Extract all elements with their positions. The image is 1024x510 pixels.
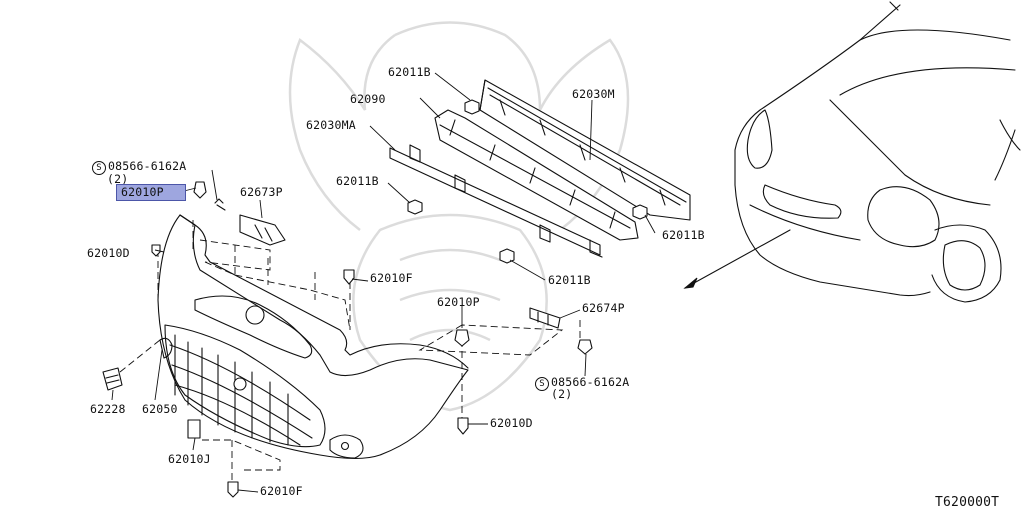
label-62010d-left[interactable]: 62010D	[87, 246, 130, 260]
clip-62010p-left	[193, 181, 207, 199]
car-outline	[734, 1, 1021, 303]
nut-62011b-mid	[407, 199, 423, 215]
nut-62011b-right	[632, 204, 648, 220]
label-62674p[interactable]: 62674P	[582, 301, 625, 315]
label-62673p[interactable]: 62673P	[240, 185, 283, 199]
label-62050[interactable]: 62050	[142, 402, 178, 416]
lower-stay	[389, 144, 603, 258]
bracket-62673p	[239, 214, 286, 246]
label-62010f-bottom[interactable]: 62010F	[260, 484, 303, 498]
label-62011b-mid[interactable]: 62011B	[336, 174, 379, 188]
label-62090[interactable]: 62090	[350, 92, 386, 106]
clip-62010p-right	[454, 329, 470, 347]
label-62010p-selected[interactable]: 62010P	[116, 184, 186, 201]
bumper-reinforcement	[479, 79, 691, 221]
screw-left	[214, 198, 226, 211]
label-62030ma[interactable]: 62030MA	[306, 118, 356, 132]
label-62228[interactable]: 62228	[90, 402, 126, 416]
screw-symbol: S	[92, 161, 106, 175]
energy-absorber	[434, 109, 639, 241]
nut-62011b-bottom	[499, 248, 515, 264]
clip-62010f-bottom	[227, 481, 239, 498]
direction-arrow	[684, 229, 791, 289]
screw-symbol: S	[535, 377, 549, 391]
figure-code: T620000T	[935, 495, 1000, 510]
clip-62010j	[187, 419, 201, 439]
label-screw-left-qty: (2)	[107, 172, 129, 186]
leader-lines	[111, 72, 656, 493]
bumper-fascia	[157, 214, 469, 460]
label-62010f-mid[interactable]: 62010F	[370, 271, 413, 285]
label-62011b-bottom[interactable]: 62011B	[548, 273, 591, 287]
bolt-62010d-bottom	[457, 417, 469, 435]
label-62011b-top[interactable]: 62011B	[388, 65, 431, 79]
label-62011b-right[interactable]: 62011B	[662, 228, 705, 242]
screw-right	[577, 339, 593, 355]
label-62030m[interactable]: 62030M	[572, 87, 615, 101]
clip-62010f-mid	[343, 269, 355, 285]
label-62010p-right[interactable]: 62010P	[437, 295, 480, 309]
bracket-62674p	[529, 307, 561, 329]
label-62010j[interactable]: 62010J	[168, 452, 211, 466]
direction-arrowhead	[683, 277, 698, 289]
label-screw-right-qty: (2)	[551, 387, 573, 401]
nut-62011b-top	[464, 99, 480, 115]
label-62010d-bottom[interactable]: 62010D	[490, 416, 533, 430]
bracket-62228	[102, 367, 123, 391]
